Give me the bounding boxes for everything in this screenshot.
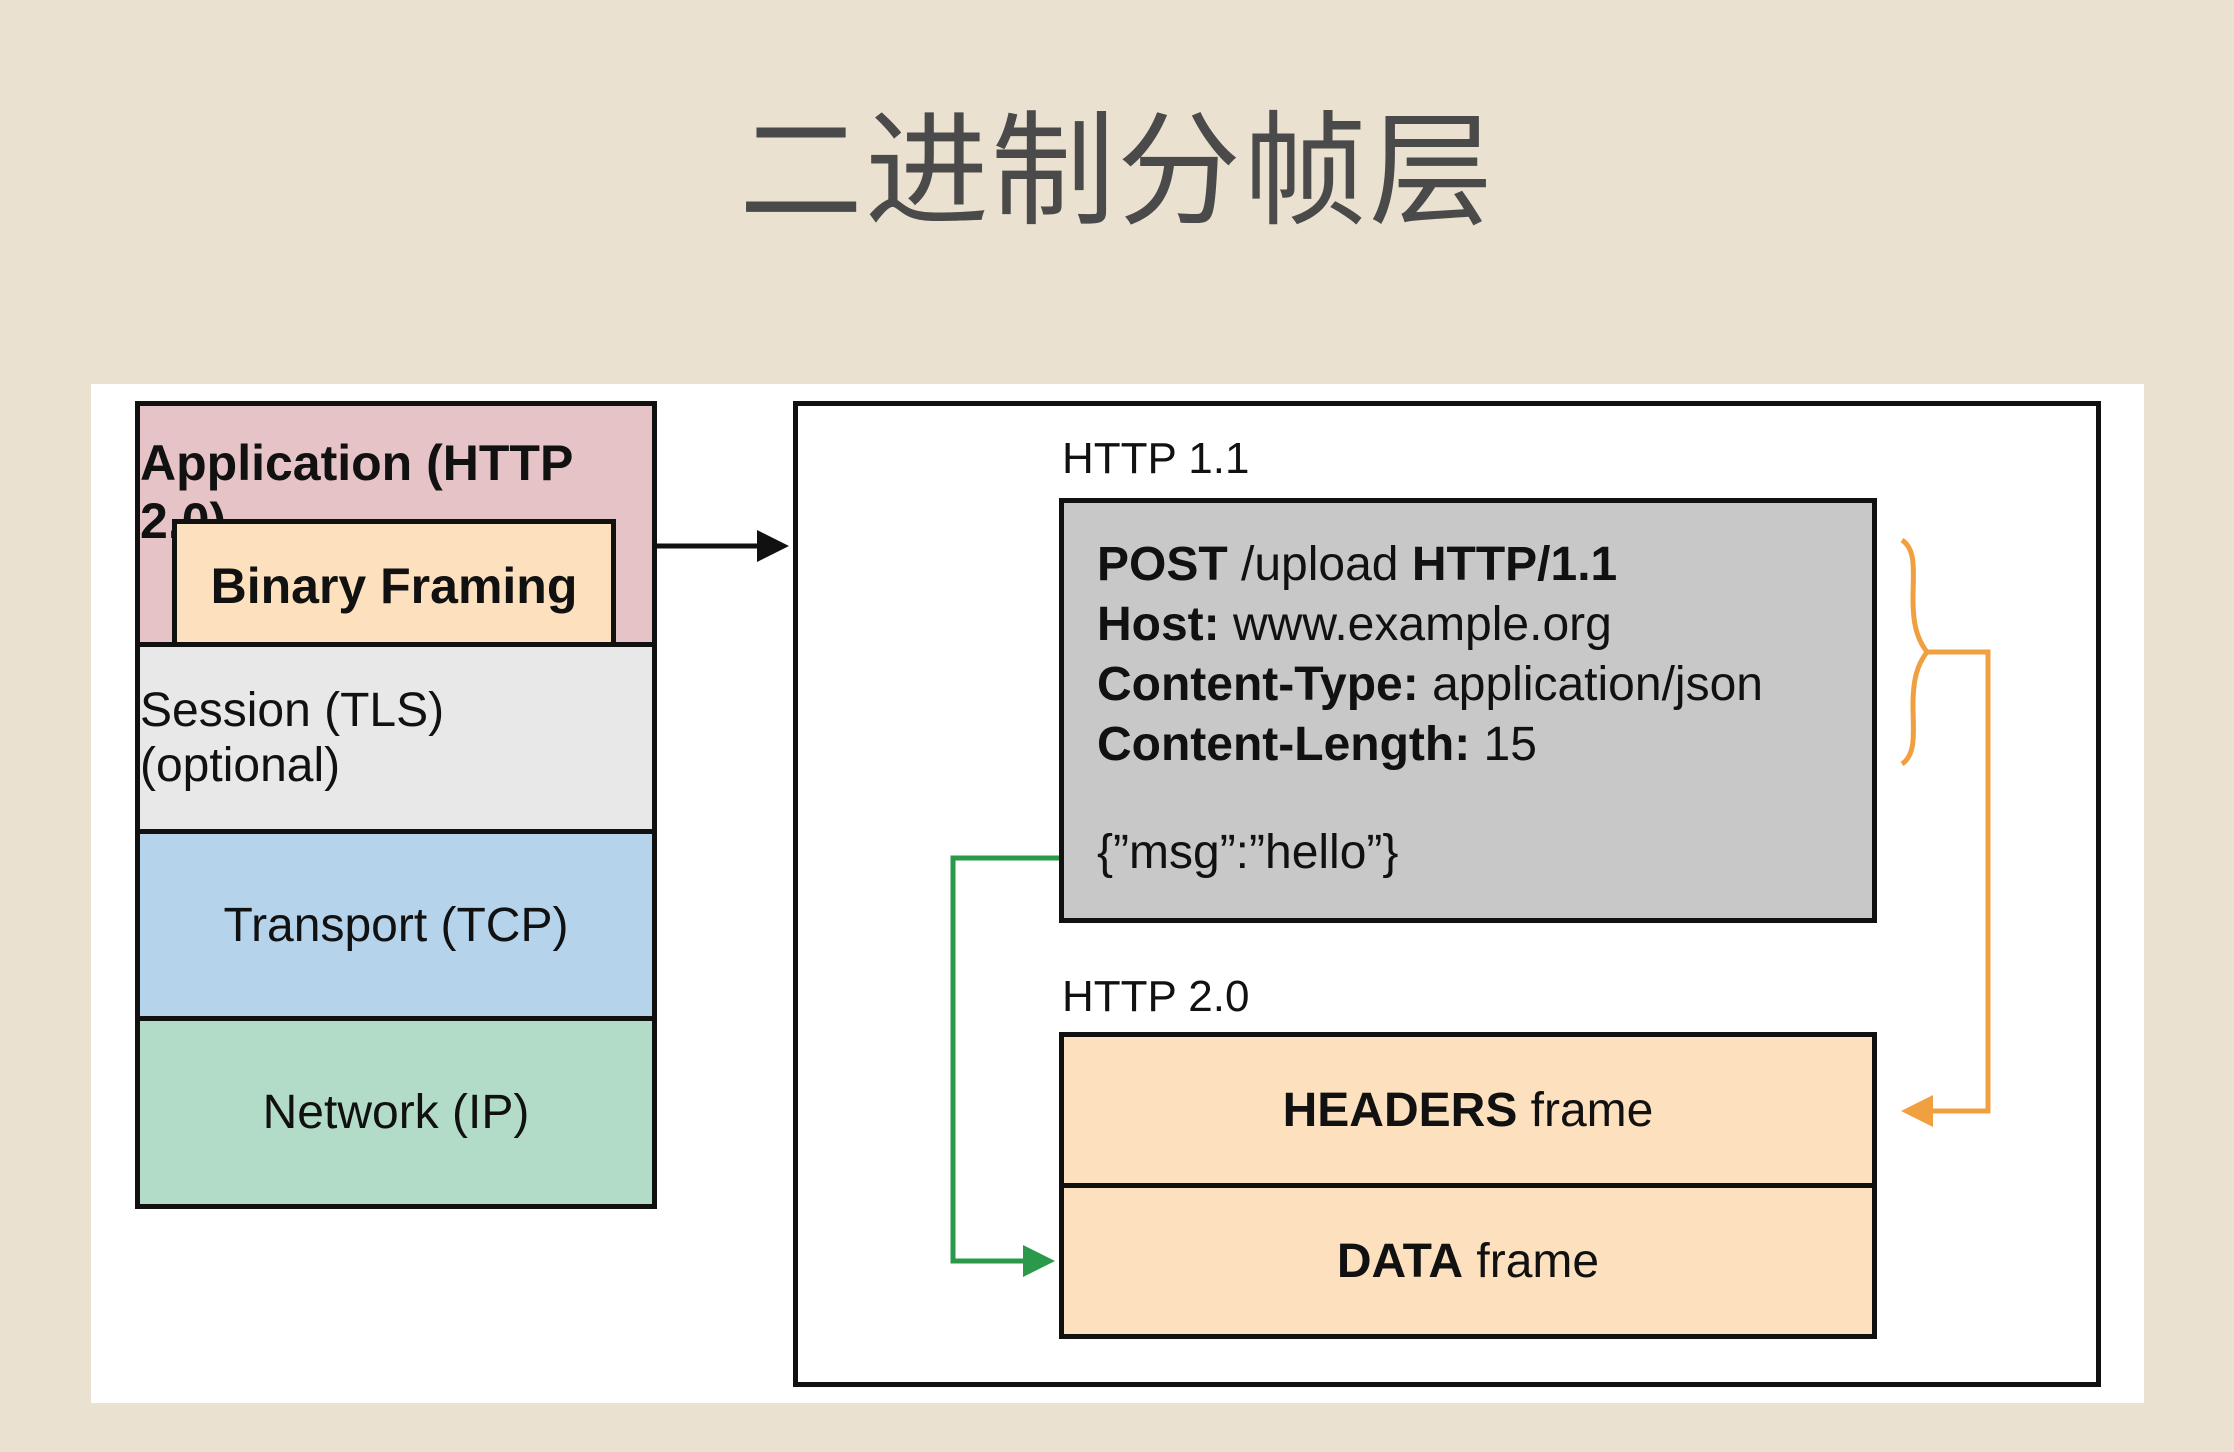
headers-frame-label: HEADERS frame — [1282, 1083, 1654, 1137]
transport-layer-label: Transport (TCP) — [223, 898, 569, 952]
data-frame-label: DATA frame — [1336, 1234, 1600, 1288]
headers-arrow — [1900, 537, 1991, 1127]
http11-label: HTTP 1.1 — [1062, 434, 1250, 483]
transport-layer: Transport (TCP) — [135, 829, 657, 1021]
request-line: POST /upload HTTP/1.1 — [1097, 538, 1618, 591]
binary-framing-label: Binary Framing — [210, 557, 578, 614]
request-body: {”msg”:”hello”} — [1097, 826, 1399, 879]
http20-label: HTTP 2.0 — [1062, 972, 1250, 1021]
protocol-stack: Application (HTTP 2.0) Binary Framing Se… — [135, 401, 657, 1209]
http11-request-text: POST /upload HTTP/1.1 Host: www.example.… — [1097, 535, 1763, 775]
session-layer: Session (TLS) (optional) — [135, 642, 657, 834]
host-header: Host: www.example.org — [1097, 598, 1612, 651]
binary-framing-layer: Binary Framing — [172, 519, 616, 647]
headers-frame: HEADERS frame — [1059, 1032, 1877, 1188]
data-frame: DATA frame — [1059, 1183, 1877, 1339]
stack-to-panel-arrow — [657, 530, 789, 562]
network-layer: Network (IP) — [135, 1016, 657, 1209]
session-layer-label: Session (TLS) (optional) — [140, 684, 445, 792]
comparison-panel — [793, 401, 2101, 1387]
connectors — [657, 530, 1991, 1277]
content-type-header: Content-Type: application/json — [1097, 658, 1763, 711]
content-length-header: Content-Length: 15 — [1097, 718, 1537, 771]
http11-request-box: POST /upload HTTP/1.1 Host: www.example.… — [1059, 498, 1877, 923]
network-layer-label: Network (IP) — [262, 1086, 530, 1139]
slide-title: 二进制分帧层 — [738, 100, 1495, 244]
diagram: Application (HTTP 2.0) Binary Framing Se… — [91, 384, 2144, 1403]
data-arrow — [950, 855, 1059, 1277]
